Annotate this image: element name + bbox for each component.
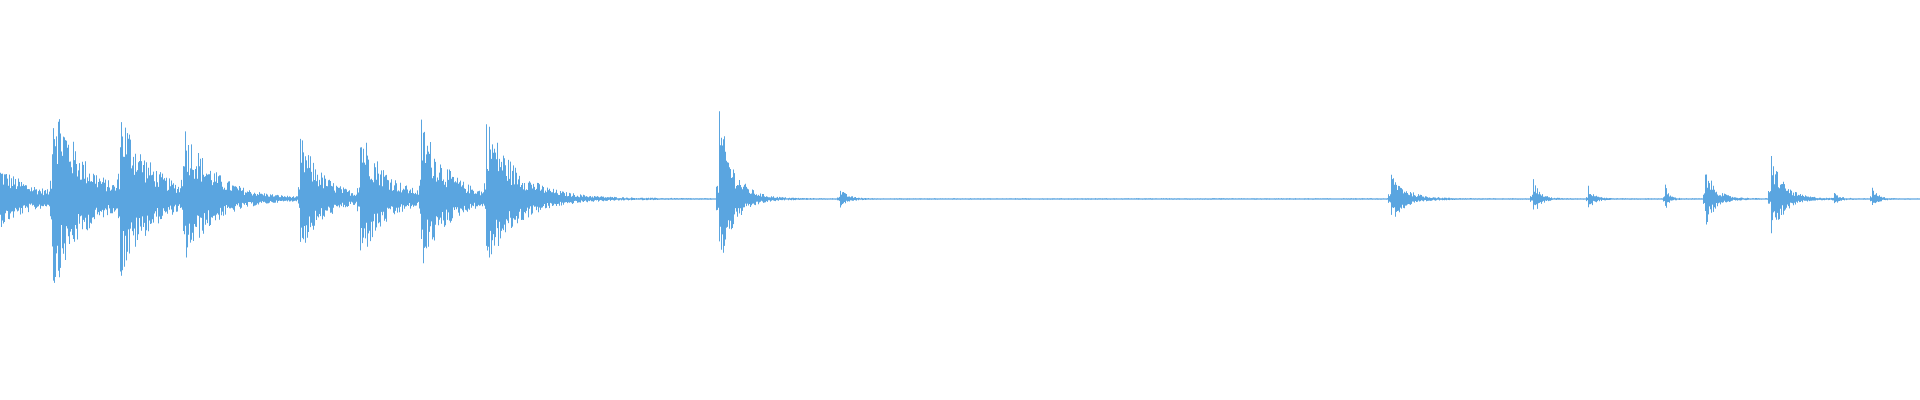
audio-waveform <box>0 111 1920 283</box>
waveform-plot <box>0 111 1920 283</box>
